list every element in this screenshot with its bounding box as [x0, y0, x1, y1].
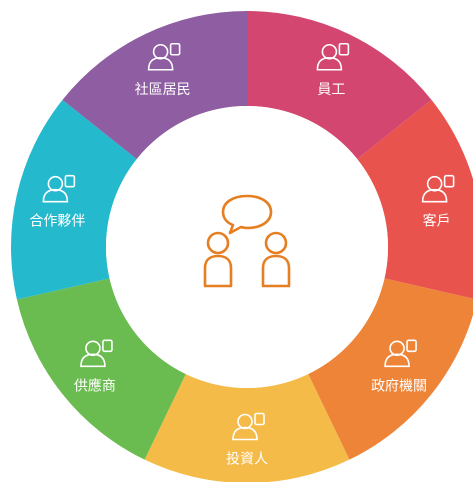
segment-customer-service: 客戶 [357, 99, 473, 299]
supplier-worker-icon [80, 339, 113, 368]
segment-label: 供應商 [74, 377, 116, 394]
segment-label: 投資人 [226, 452, 268, 468]
segment-wedge [357, 99, 473, 299]
customer-service-icon [421, 174, 455, 203]
people-conversation-icon [203, 194, 291, 288]
segment-label: 客戶 [423, 213, 451, 230]
segment-label: 社區居民 [135, 82, 191, 98]
investor-money-icon [232, 412, 265, 441]
segment-wedge [16, 278, 186, 460]
center-disc [106, 106, 388, 388]
segment-handshake: 合作夥伴 [10, 99, 137, 300]
segment-investor-money: 投資人 [144, 374, 350, 482]
government-official-icon [384, 339, 417, 368]
segment-wedge [247, 11, 432, 160]
segment-employee-id-card: 員工 [247, 11, 432, 160]
segment-community-resident: 社區居民 [62, 11, 248, 160]
segment-label: 政府機關 [371, 378, 427, 394]
segment-wedge [308, 278, 473, 460]
segment-wedge [62, 11, 248, 160]
employee-id-card-icon [316, 42, 350, 71]
community-resident-icon [147, 42, 181, 71]
segment-label: 員工 [317, 82, 345, 98]
segment-label: 合作夥伴 [29, 214, 85, 230]
handshake-icon [42, 174, 76, 203]
segment-government-official: 政府機關 [308, 278, 473, 460]
segment-supplier-worker: 供應商 [16, 278, 186, 460]
segment-wedge [10, 99, 137, 300]
